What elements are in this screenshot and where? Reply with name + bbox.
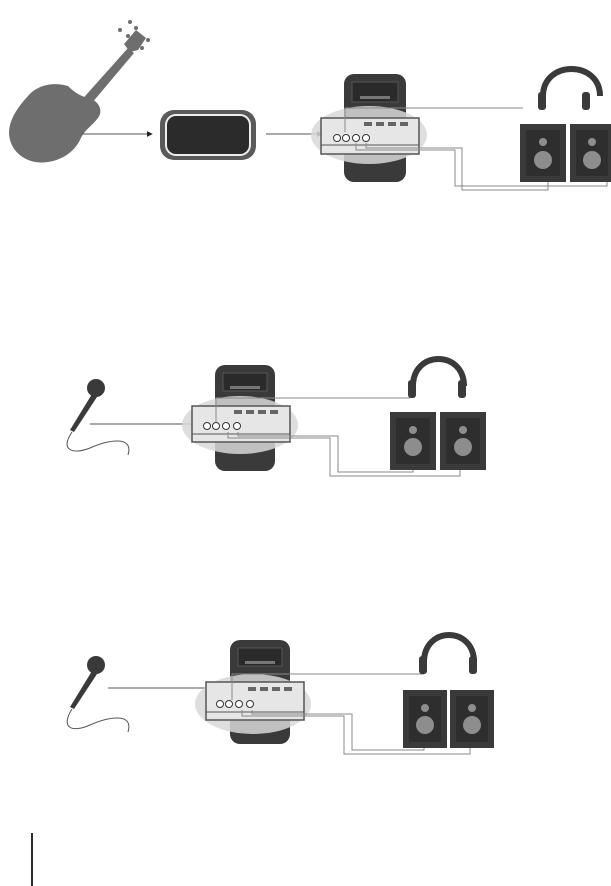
microphone-icon bbox=[67, 379, 129, 455]
diagram-microphone-setup-2 bbox=[0, 618, 611, 768]
speaker-icon bbox=[403, 690, 447, 748]
speaker-icon bbox=[570, 124, 611, 182]
speaker-icon bbox=[440, 412, 486, 470]
diagram-guitar-setup bbox=[0, 0, 611, 210]
headphones-icon bbox=[538, 69, 600, 110]
interface-icon bbox=[195, 640, 311, 744]
microphone-icon bbox=[67, 656, 129, 732]
pedal-icon bbox=[160, 110, 256, 160]
headphones-icon bbox=[419, 635, 477, 674]
speaker-icon bbox=[450, 690, 494, 748]
interface-icon bbox=[311, 74, 427, 182]
diagram-microphone-setup-1 bbox=[0, 340, 611, 490]
speaker-icon bbox=[390, 412, 436, 470]
page-margin-rule bbox=[31, 833, 33, 886]
guitar-icon bbox=[9, 20, 150, 163]
speaker-icon bbox=[520, 124, 566, 182]
interface-icon bbox=[182, 365, 298, 471]
headphones-icon bbox=[408, 359, 466, 398]
